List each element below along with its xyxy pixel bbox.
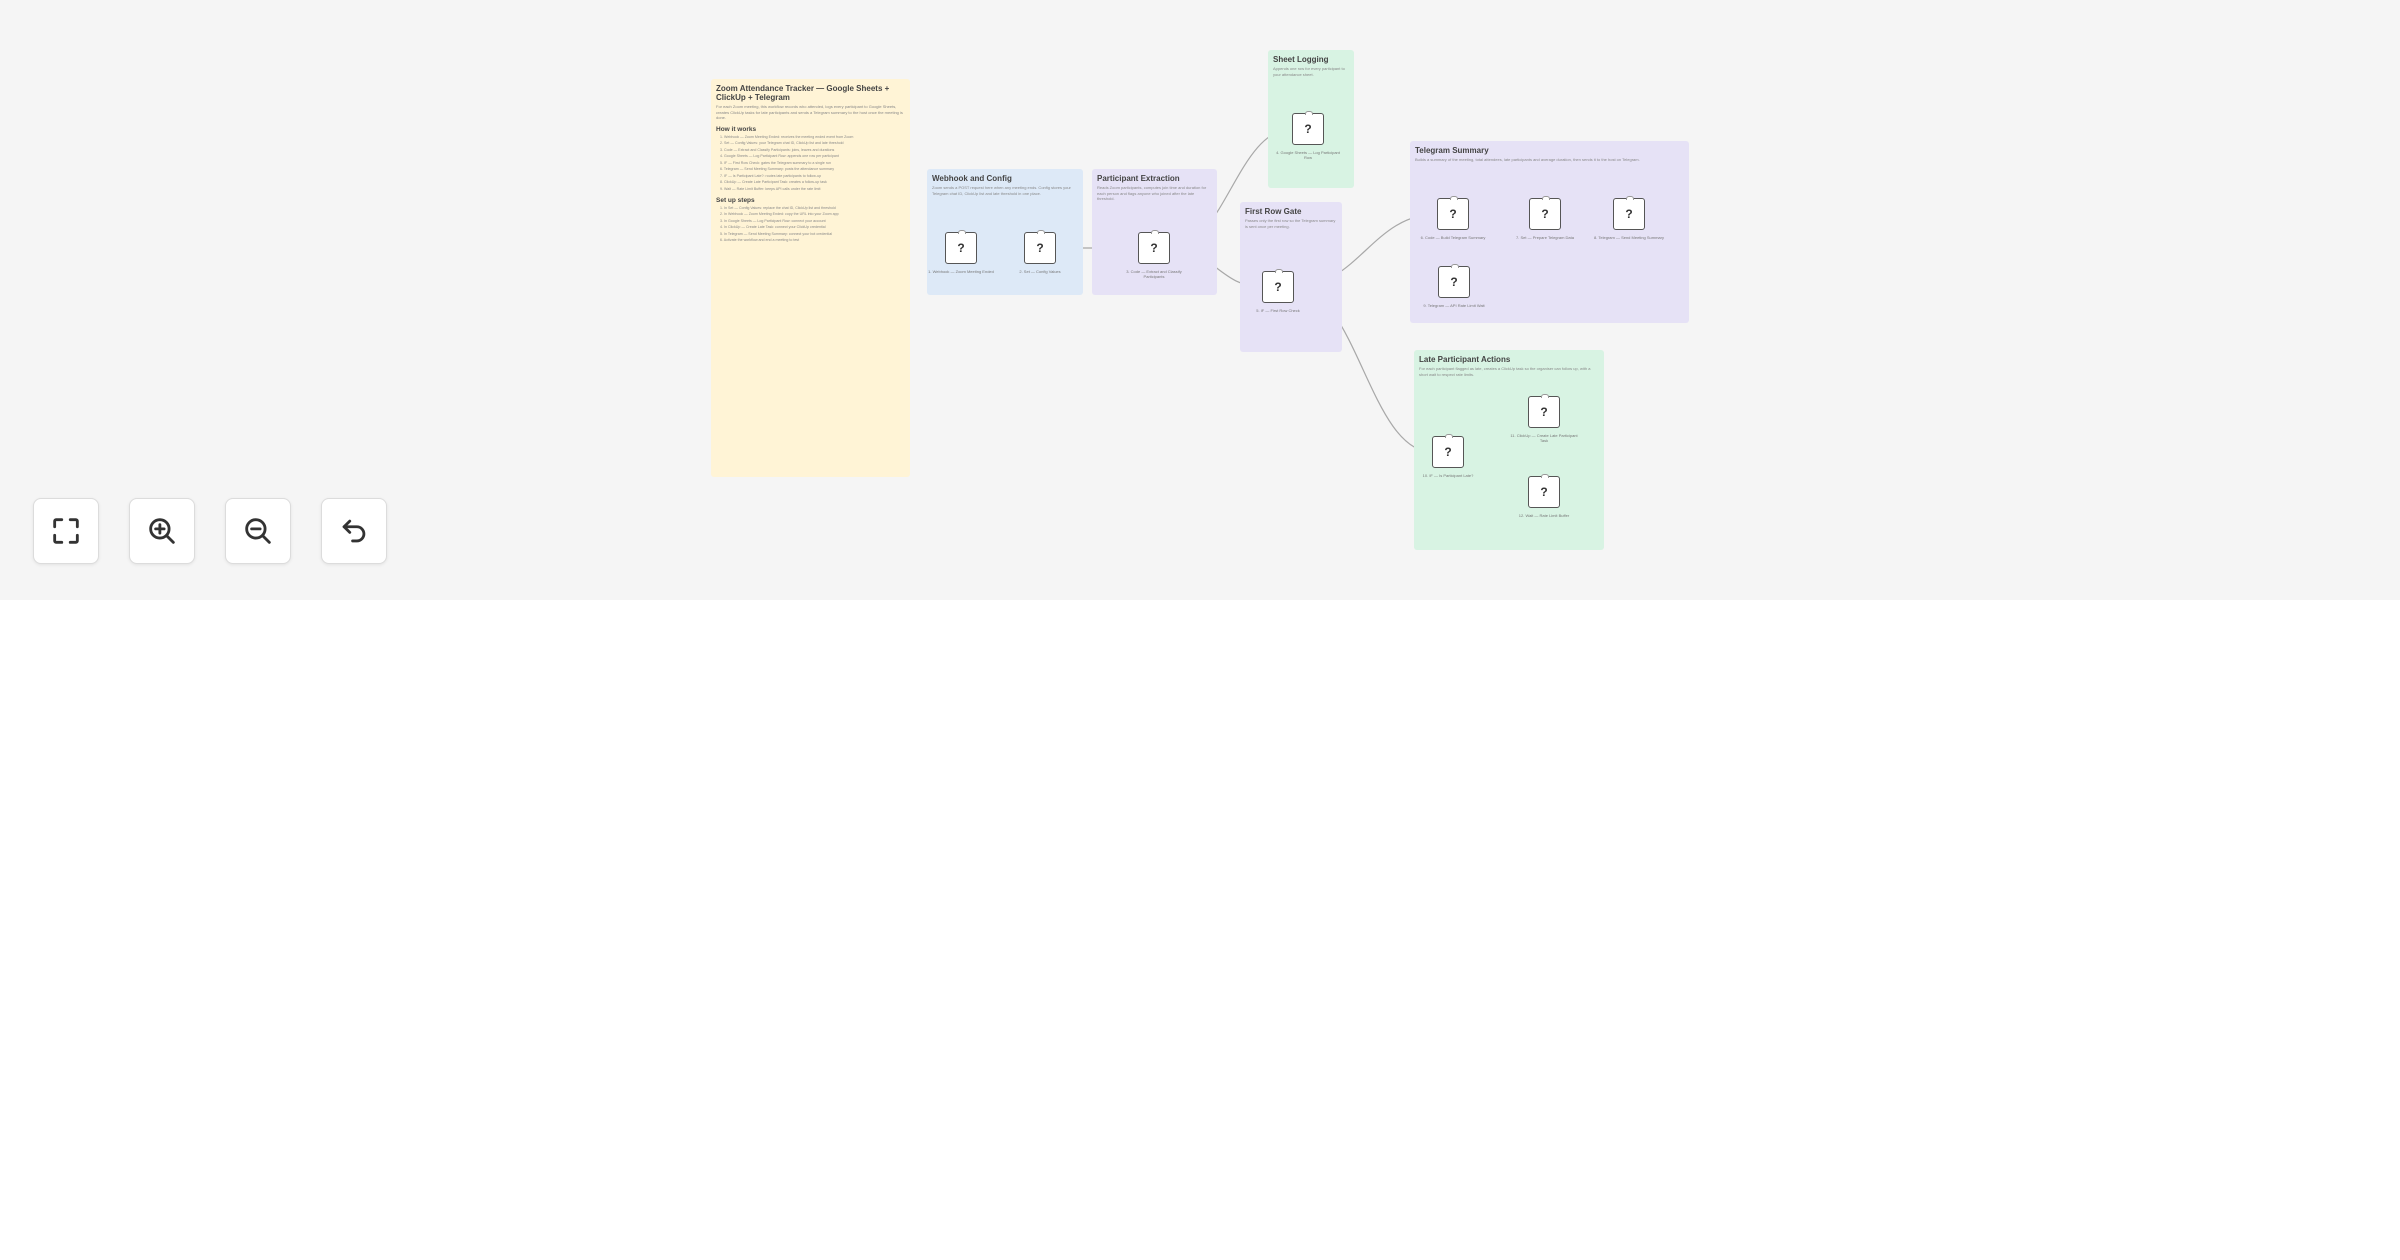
input-port[interactable] — [1541, 394, 1549, 398]
node-label: 12. Wait — Rate Limit Buffer — [1518, 513, 1570, 518]
unknown-node-icon: ? — [1304, 122, 1312, 136]
note-heading-setup: Set up steps — [716, 196, 755, 204]
node-wait-buffer[interactable]: ? — [1528, 474, 1560, 508]
node-label: 7. Set — Prepare Telegram Data — [1516, 235, 1574, 240]
note-title: Participant Extraction — [1097, 174, 1180, 183]
note-title: Telegram Summary — [1415, 146, 1489, 155]
node-webhook[interactable]: ? — [945, 230, 977, 264]
note-description: Builds a summary of the meeting, total a… — [1415, 157, 1640, 163]
node-code-summary[interactable]: ? — [1437, 196, 1469, 230]
list-item: 2. In Webhook — Zoom Meeting Ended: copy… — [720, 212, 839, 217]
fit-view-button[interactable] — [33, 498, 99, 564]
note-heading-how: How it works — [716, 125, 757, 133]
note-title: Late Participant Actions — [1419, 355, 1511, 364]
note-title: Sheet Logging — [1273, 55, 1329, 64]
list-item: 5. In Telegram — Send Meeting Summary: c… — [720, 231, 832, 236]
input-port[interactable] — [1037, 230, 1045, 234]
unknown-node-icon: ? — [1540, 405, 1548, 419]
sticky-note-main[interactable]: Zoom Attendance Tracker — Google Sheets … — [711, 79, 910, 477]
list-item: 9. Wait — Rate Limit Buffer: keeps API c… — [720, 186, 821, 191]
setup-list: 1. In Set — Config Values: replace the c… — [716, 206, 905, 244]
list-item: 4. Google Sheets — Log Participant Row: … — [720, 154, 839, 159]
note-description: Zoom sends a POST request here when any … — [932, 185, 1071, 196]
input-port[interactable] — [1542, 196, 1550, 200]
input-port[interactable] — [1451, 264, 1459, 268]
input-port[interactable] — [1275, 269, 1283, 273]
node-if-first-row[interactable]: ? — [1262, 269, 1294, 303]
node-label: 6. Code — Build Telegram Summary — [1420, 235, 1486, 240]
unknown-node-icon: ? — [957, 241, 965, 255]
input-port[interactable] — [1541, 474, 1549, 478]
note-description: For each participant flagged as late, cr… — [1419, 366, 1591, 377]
zoom-in-icon — [149, 518, 175, 544]
unknown-node-icon: ? — [1449, 207, 1457, 221]
list-item: 1. Webhook — Zoom Meeting Ended: receive… — [720, 134, 854, 139]
node-label: 10. IF — Is Participant Late? — [1422, 473, 1474, 478]
note-description: Appends one row for every participant to… — [1273, 66, 1345, 77]
list-item: 2. Set — Config Values: your Telegram ch… — [720, 141, 844, 146]
node-label: 3. Code — Extract and Classify Participa… — [1126, 269, 1182, 279]
list-item: 1. In Set — Config Values: replace the c… — [720, 205, 836, 210]
node-label: 11. ClickUp — Create Late Participant Ta… — [1510, 433, 1578, 443]
reset-button[interactable] — [321, 498, 387, 564]
node-label: 4. Google Sheets — Log Participant Row — [1276, 150, 1340, 160]
list-item: 6. Activate the workflow and end a meeti… — [720, 238, 800, 243]
unknown-node-icon: ? — [1625, 207, 1633, 221]
node-label: 1. Webhook — Zoom Meeting Ended — [928, 269, 994, 274]
note-title: Webhook and Config — [932, 174, 1012, 183]
list-item: 3. In Google Sheets — Log Participant Ro… — [720, 218, 826, 223]
node-telegram-send[interactable]: ? — [1613, 196, 1645, 230]
node-label: 8. Telegram — Send Meeting Summary — [1594, 235, 1664, 240]
note-description: For each Zoom meeting, this workflow rec… — [716, 104, 903, 121]
sticky-note-webhook[interactable]: Webhook and Config Zoom sends a POST req… — [927, 169, 1083, 295]
node-config[interactable]: ? — [1024, 230, 1056, 264]
note-title: First Row Gate — [1245, 207, 1302, 216]
list-item: 8. ClickUp — Create Late Participant Tas… — [720, 180, 827, 185]
node-telegram-wait[interactable]: ? — [1438, 264, 1470, 298]
input-port[interactable] — [1151, 230, 1159, 234]
unknown-node-icon: ? — [1150, 241, 1158, 255]
list-item: 6. Telegram — Send Meeting Summary: post… — [720, 167, 834, 172]
zoom-out-icon — [245, 518, 271, 544]
node-set-message[interactable]: ? — [1529, 196, 1561, 230]
unknown-node-icon: ? — [1036, 241, 1044, 255]
how-list: 1. Webhook — Zoom Meeting Ended: receive… — [716, 135, 905, 192]
node-if-late[interactable]: ? — [1432, 434, 1464, 468]
unknown-node-icon: ? — [1540, 485, 1548, 499]
node-label: 9. Telegram — API Rate Limit Wait — [1423, 303, 1485, 308]
input-port[interactable] — [1450, 196, 1458, 200]
node-label: 5. IF — First Row Check — [1256, 308, 1300, 313]
fullscreen-icon — [53, 518, 79, 544]
node-code-extract[interactable]: ? — [1138, 230, 1170, 264]
workflow-canvas[interactable]: Zoom Attendance Tracker — Google Sheets … — [0, 0, 2400, 600]
node-label: 2. Set — Config Values — [1019, 269, 1061, 274]
unknown-node-icon: ? — [1444, 445, 1452, 459]
undo-icon — [342, 519, 366, 543]
list-item: 5. IF — First Row Check: gates the Teleg… — [720, 160, 831, 165]
note-description: Passes only the first row so the Telegra… — [1245, 218, 1336, 229]
input-port[interactable] — [1626, 196, 1634, 200]
list-item: 4. In ClickUp — Create Late Task: connec… — [720, 225, 826, 230]
note-description: Reads Zoom participants, computes join t… — [1097, 185, 1207, 201]
unknown-node-icon: ? — [1450, 275, 1458, 289]
unknown-node-icon: ? — [1274, 280, 1282, 294]
node-google-sheets[interactable]: ? — [1292, 111, 1324, 145]
list-item: 7. IF — Is Participant Late?: routes lat… — [720, 173, 822, 178]
list-item: 3. Code — Extract and Classify Participa… — [720, 147, 835, 152]
input-port[interactable] — [1445, 434, 1453, 438]
input-port[interactable] — [1305, 111, 1313, 115]
unknown-node-icon: ? — [1541, 207, 1549, 221]
zoom-in-button[interactable] — [129, 498, 195, 564]
zoom-out-button[interactable] — [225, 498, 291, 564]
node-clickup-task[interactable]: ? — [1528, 394, 1560, 428]
note-title: Zoom Attendance Tracker — Google Sheets … — [716, 84, 890, 103]
input-port[interactable] — [958, 230, 966, 234]
